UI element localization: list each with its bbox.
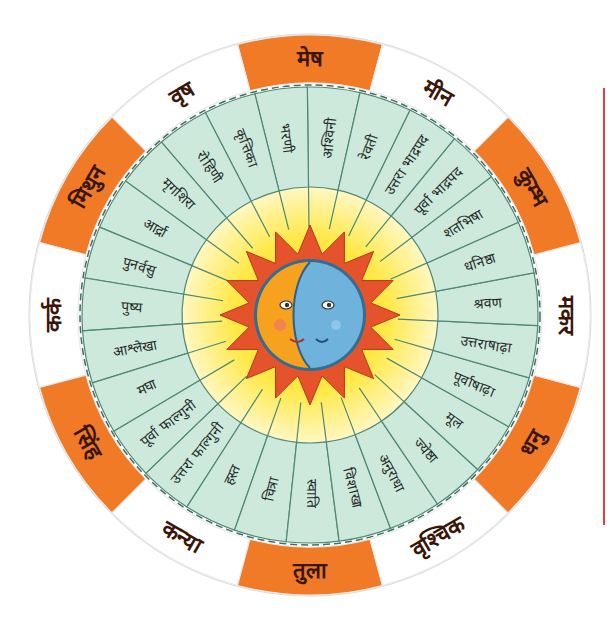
radial-line (380, 236, 413, 261)
rashi-name: कर्क (41, 298, 66, 332)
nakshatra-name: स्वाति (304, 478, 320, 507)
radial-line (296, 403, 300, 445)
moon-half (294, 262, 364, 368)
radial-line (205, 239, 239, 264)
face-disk (254, 259, 366, 371)
rashi-name: तुला (293, 558, 327, 583)
radial-line (198, 360, 234, 381)
radial-line (366, 214, 393, 246)
nakshatra-segment: उत्तराषाढ़ा (433, 320, 538, 378)
radial-line (387, 358, 424, 379)
moon-mouth (316, 339, 328, 342)
sun-moon-face (220, 225, 400, 405)
rashi-name: मेष (297, 46, 323, 71)
radial-line (250, 200, 269, 237)
radial-line (180, 321, 222, 324)
radial-line (240, 389, 263, 424)
sun-mouth (290, 339, 304, 342)
rashi-segment: मकर (534, 242, 590, 388)
segment-path (433, 321, 538, 378)
radial-line (267, 398, 281, 438)
nakshatra-name: श्रवण (473, 294, 502, 312)
radial-line (396, 291, 437, 299)
nakshatra-segment: पुष्य (82, 278, 184, 331)
radial-line (308, 185, 310, 227)
dashed-circle (80, 85, 540, 545)
radial-line (216, 376, 246, 405)
sun-spikes (220, 225, 400, 405)
rashi-segment: मेष (237, 35, 383, 91)
segment-path (82, 278, 184, 331)
sun-pupil (285, 303, 289, 307)
radial-line (398, 319, 440, 321)
nakshatra-name: पुष्य (121, 298, 143, 315)
segment-path (238, 35, 383, 91)
sun-ring (248, 253, 372, 377)
radial-line (395, 339, 435, 351)
radial-line (375, 375, 406, 403)
nakshatra-segment: रेवती (338, 92, 410, 200)
segment-path (534, 243, 590, 388)
sun-cheek (274, 319, 286, 331)
edge-line (603, 88, 605, 525)
face-divide (294, 262, 311, 368)
segment-path (238, 539, 383, 595)
radial-line (190, 265, 229, 281)
rashi-name: मकर (553, 296, 578, 335)
sun-eye (280, 301, 292, 309)
radial-line (359, 388, 382, 423)
radial-line (321, 402, 326, 444)
rashi-segment: तुला (237, 539, 383, 595)
radial-line (329, 188, 338, 229)
radial-line (225, 216, 252, 248)
outer-rim (29, 34, 591, 596)
radial-line (390, 262, 428, 279)
radial-line (349, 198, 367, 236)
radial-line (279, 189, 289, 230)
rashi-segment: कर्क (30, 242, 86, 388)
moon-eye (322, 301, 334, 309)
segment-path (338, 93, 410, 200)
segment-path (30, 243, 86, 388)
moon-cheek (331, 320, 341, 330)
radial-line (341, 397, 356, 436)
radial-line (186, 341, 226, 354)
moon-pupil (327, 303, 331, 307)
radial-line (182, 294, 223, 301)
